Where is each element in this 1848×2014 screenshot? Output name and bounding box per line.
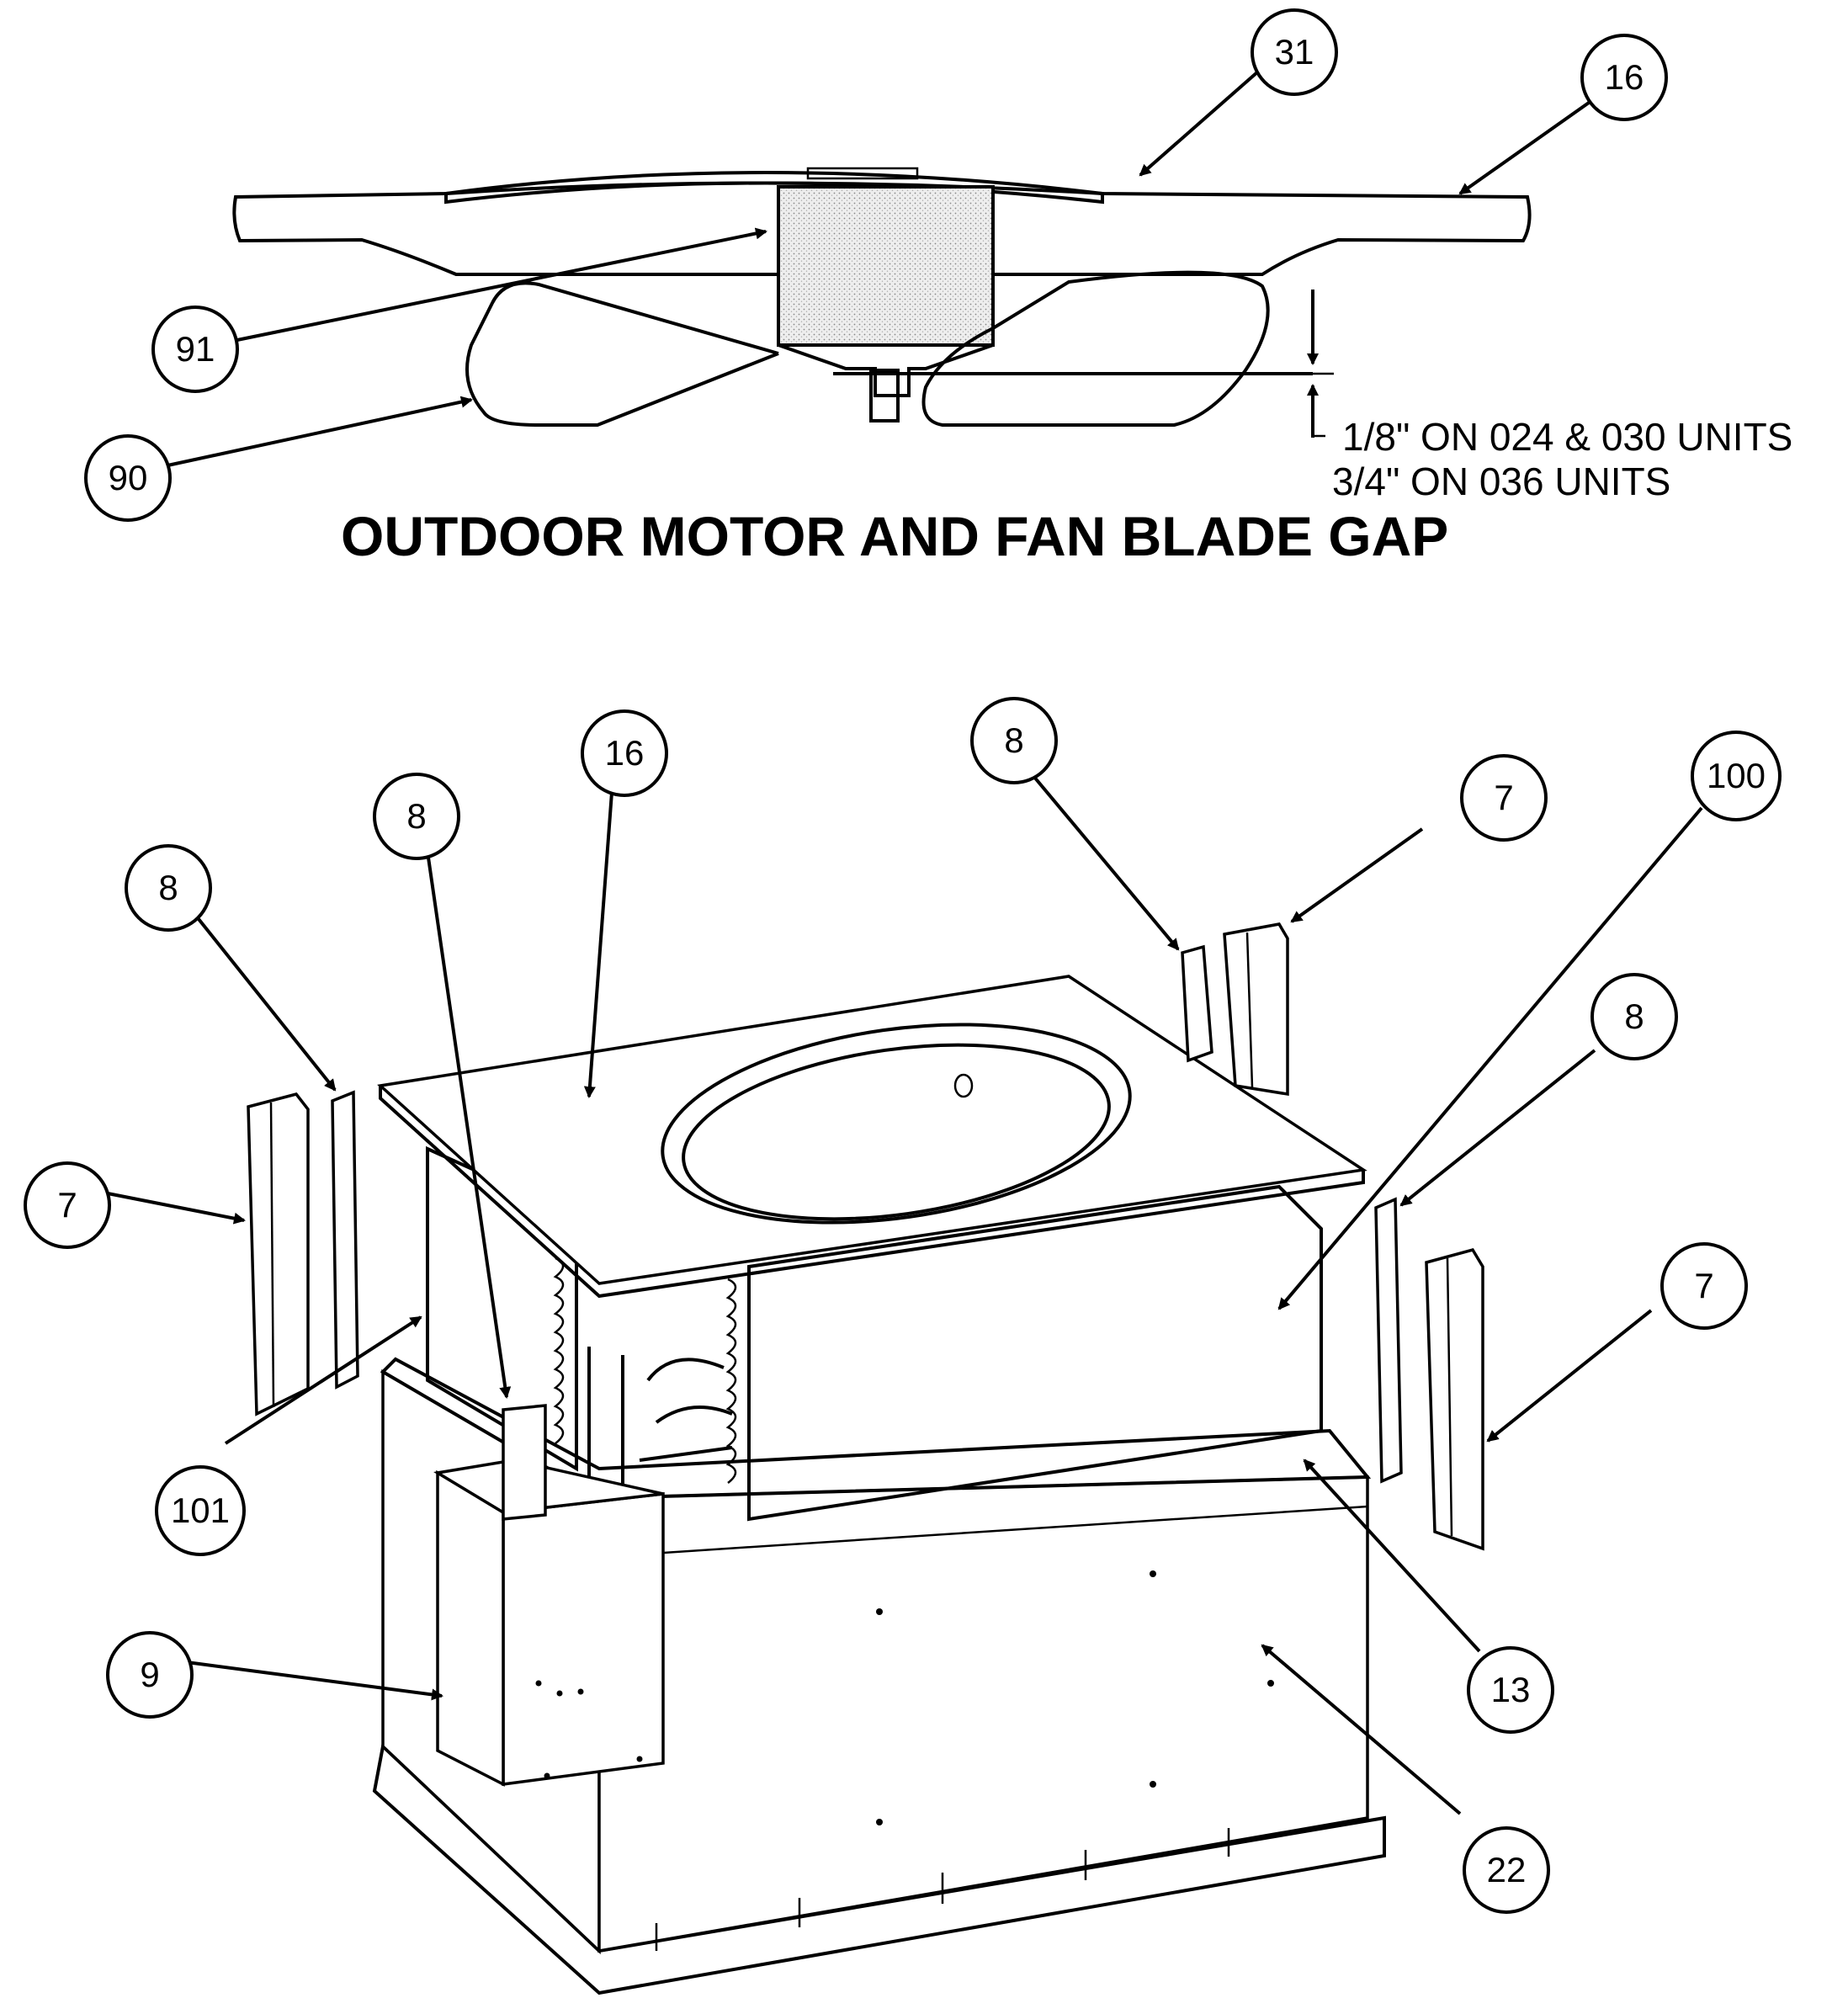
fan-blade-left — [465, 281, 779, 427]
callout-31: 31 — [1251, 8, 1338, 96]
refrigerant-piping — [587, 1347, 733, 1490]
callout-91: 91 — [151, 306, 239, 393]
side-bracket-left — [331, 1090, 359, 1390]
corner-post-left — [247, 1092, 310, 1416]
base-ribs — [655, 1828, 1230, 1951]
fan-motor-assembly — [232, 167, 1532, 438]
callout-8-right: 8 — [1590, 973, 1678, 1060]
svg-text:16: 16 — [605, 733, 645, 773]
fan-opening-inner — [682, 1043, 1111, 1221]
corner-post-left-fold — [269, 1102, 275, 1408]
corner-post-right-fold — [1446, 1257, 1453, 1537]
motor-base — [778, 343, 994, 397]
leader-lines — [107, 70, 1703, 1815]
callout-8-center: 8 — [373, 773, 460, 860]
svg-text:22: 22 — [1487, 1850, 1527, 1889]
svg-text:7: 7 — [1694, 1266, 1713, 1305]
fan-blade-right — [921, 270, 1270, 427]
svg-text:91: 91 — [176, 329, 215, 369]
gap-note-line1: 1/8" ON 024 & 030 UNITS — [1342, 415, 1792, 459]
fan-grille-hub — [806, 167, 919, 180]
side-bracket-right — [1374, 1197, 1403, 1484]
callout-9: 9 — [106, 1631, 194, 1719]
control-box-bracket — [502, 1404, 547, 1521]
svg-text:7: 7 — [1494, 778, 1513, 817]
fan-opening-outer — [661, 1023, 1132, 1225]
callout-8-top-right: 8 — [970, 697, 1058, 784]
motor-body — [777, 185, 995, 347]
callout-22: 22 — [1463, 1826, 1550, 1914]
svg-text:9: 9 — [140, 1655, 159, 1694]
front-panel-rail — [598, 1505, 1368, 1559]
outdoor-unit — [247, 922, 1484, 1995]
top-panel — [377, 975, 1367, 1285]
svg-text:101: 101 — [171, 1491, 230, 1530]
callout-7-top-right: 7 — [1460, 754, 1548, 842]
svg-text:8: 8 — [1004, 720, 1023, 760]
corner-post-top-right — [1223, 922, 1289, 1097]
top-panel-edge-lower — [379, 1086, 1365, 1299]
callout-8-left: 8 — [125, 844, 212, 932]
coil-front-face — [747, 1184, 1323, 1522]
front-panel-screws — [876, 1570, 1274, 1825]
svg-text:13: 13 — [1491, 1670, 1531, 1709]
svg-text:8: 8 — [406, 796, 426, 836]
callout-16-top: 16 — [1580, 34, 1668, 121]
gap-note-line2: 3/4" ON 036 UNITS — [1332, 460, 1670, 503]
svg-text:16: 16 — [1605, 57, 1644, 97]
callout-16-unit: 16 — [581, 709, 668, 797]
callout-101: 101 — [155, 1465, 246, 1556]
corner-post-top-right-fold — [1245, 932, 1254, 1088]
callout-90: 90 — [84, 434, 172, 522]
svg-text:31: 31 — [1275, 32, 1314, 72]
fan-grille — [444, 171, 1104, 205]
callout-7-left: 7 — [24, 1161, 111, 1249]
fan-opening-hole — [953, 1073, 974, 1098]
callout-7-right: 7 — [1660, 1242, 1748, 1330]
callout-13: 13 — [1467, 1646, 1554, 1734]
svg-text:100: 100 — [1707, 756, 1766, 795]
svg-text:8: 8 — [158, 868, 178, 907]
side-bracket-top-right — [1181, 944, 1213, 1063]
control-box-side — [436, 1469, 505, 1787]
svg-text:7: 7 — [57, 1185, 77, 1225]
motor-shaft — [869, 369, 900, 422]
svg-text:8: 8 — [1624, 996, 1644, 1036]
callout-100: 100 — [1691, 731, 1782, 821]
svg-text:90: 90 — [109, 458, 148, 497]
control-box-front — [502, 1492, 665, 1786]
corner-post-right — [1425, 1247, 1484, 1551]
control-box-screws — [535, 1680, 643, 1779]
diagram-title: OUTDOOR MOTOR AND FAN BLADE GAP — [341, 505, 1448, 567]
